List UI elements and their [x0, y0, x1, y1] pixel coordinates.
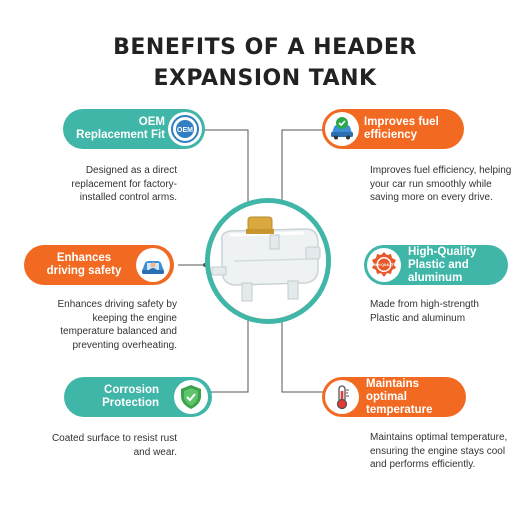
benefit-safety-label: Enhances driving safety — [46, 252, 122, 277]
shield-check-icon — [174, 380, 208, 414]
benefit-quality-description: Made from high-strength Plastic and alum… — [370, 299, 479, 324]
benefit-corrosion-label: Corrosion Protection — [102, 384, 159, 409]
quality-seal-icon: HIGH QUALITY — [367, 248, 401, 282]
benefit-fuel-pill: Improves fuel efficiency — [322, 109, 464, 149]
title-line-1: BENEFITS OF A HEADER — [113, 35, 417, 60]
expansion-tank-illustration — [210, 203, 326, 319]
benefit-oem-description: Designed as a direct replacement for fac… — [71, 165, 177, 203]
benefit-corrosion-pill: Corrosion Protection — [64, 377, 212, 417]
car-checkmark-icon — [325, 112, 359, 146]
thermometer-icon — [325, 380, 359, 414]
svg-text:HIGH QUALITY: HIGH QUALITY — [373, 263, 397, 267]
benefit-fuel-description: Improves fuel efficiency, helping your c… — [370, 165, 512, 203]
benefit-corrosion-description: Coated surface to resist rust and wear. — [51, 433, 177, 458]
svg-text:OEM: OEM — [177, 127, 193, 134]
benefit-oem-pill: OEM Replacement Fit OEM — [63, 109, 205, 149]
driver-icon — [136, 248, 170, 282]
benefit-oem-label: OEM Replacement Fit — [76, 116, 165, 141]
title-line-2: EXPANSION TANK — [153, 66, 377, 91]
benefit-quality-pill: HIGH QUALITY High-Quality Plastic and al… — [364, 245, 508, 285]
benefit-temperature-label: Maintains optimal temperature — [366, 377, 433, 416]
benefit-safety-description: Enhances driving safety by keeping the e… — [57, 299, 177, 351]
benefit-quality-label: High-Quality Plastic and aluminum — [408, 245, 477, 284]
benefit-safety-pill: Enhances driving safety — [24, 245, 174, 285]
benefit-temperature-description: Maintains optimal temperature, ensuring … — [370, 432, 508, 470]
oem-badge-icon: OEM — [168, 112, 202, 146]
page-title: BENEFITS OF A HEADER EXPANSION TANK — [0, 32, 530, 94]
expansion-tank-image — [205, 198, 331, 324]
benefit-fuel-label: Improves fuel efficiency — [364, 116, 439, 141]
benefit-temperature-pill: Maintains optimal temperature — [322, 377, 466, 417]
